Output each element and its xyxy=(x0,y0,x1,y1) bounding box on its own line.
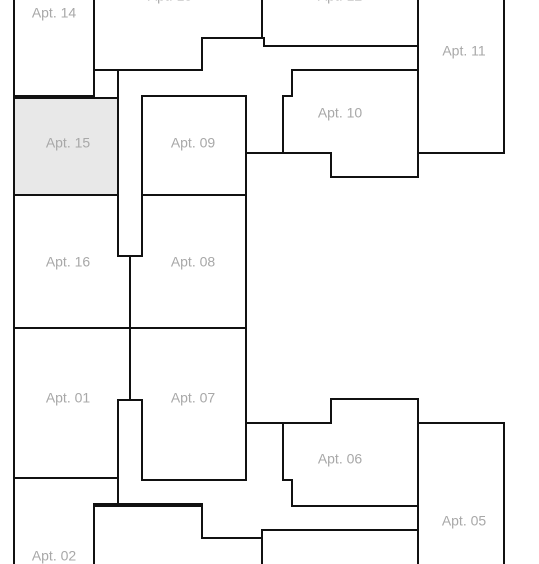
apartment-apt-01[interactable]: Apt. 01 xyxy=(13,327,131,479)
lower-unit-outline-left xyxy=(93,505,263,564)
apartment-apt-14[interactable]: Apt. 14 xyxy=(13,0,95,97)
apartment-apt-07[interactable]: Apt. 07 xyxy=(129,327,247,481)
apartment-apt-08-area[interactable] xyxy=(129,194,247,329)
apartment-apt-10-area[interactable] xyxy=(282,69,419,178)
apartment-apt-15[interactable]: Apt. 15 xyxy=(13,97,119,196)
apartment-apt-11-area[interactable] xyxy=(417,0,505,154)
apartment-apt-11[interactable]: Apt. 11 xyxy=(417,0,505,154)
lower-unit-outline-right xyxy=(261,529,419,564)
apartment-apt-09-area[interactable] xyxy=(141,95,247,196)
apartment-apt-10[interactable]: Apt. 10 xyxy=(282,69,419,178)
apartment-apt-12[interactable]: Apt. 12 xyxy=(261,0,419,47)
apartment-apt-02-area[interactable] xyxy=(13,477,119,564)
apartment-apt-15-area[interactable] xyxy=(13,97,119,196)
apartment-apt-08[interactable]: Apt. 08 xyxy=(129,194,247,329)
apartment-apt-16[interactable]: Apt. 16 xyxy=(13,194,131,329)
apartment-apt-12-area[interactable] xyxy=(261,0,419,47)
apartment-apt-06[interactable]: Apt. 06 xyxy=(282,398,419,507)
apartment-apt-06-area[interactable] xyxy=(282,398,419,507)
apartment-apt-09[interactable]: Apt. 09 xyxy=(141,95,247,196)
apartment-apt-05[interactable]: Apt. 05 xyxy=(417,422,505,564)
apartment-apt-01-area[interactable] xyxy=(13,327,131,479)
apartment-apt-02[interactable]: Apt. 02 xyxy=(13,477,119,564)
apartment-apt-14-area[interactable] xyxy=(13,0,95,97)
apartment-apt-07-area[interactable] xyxy=(129,327,247,481)
apartment-apt-13-area[interactable] xyxy=(93,0,263,71)
apartment-apt-05-area[interactable] xyxy=(417,422,505,564)
apartment-apt-16-area[interactable] xyxy=(13,194,131,329)
apartment-apt-13[interactable]: Apt. 13 xyxy=(93,0,263,71)
